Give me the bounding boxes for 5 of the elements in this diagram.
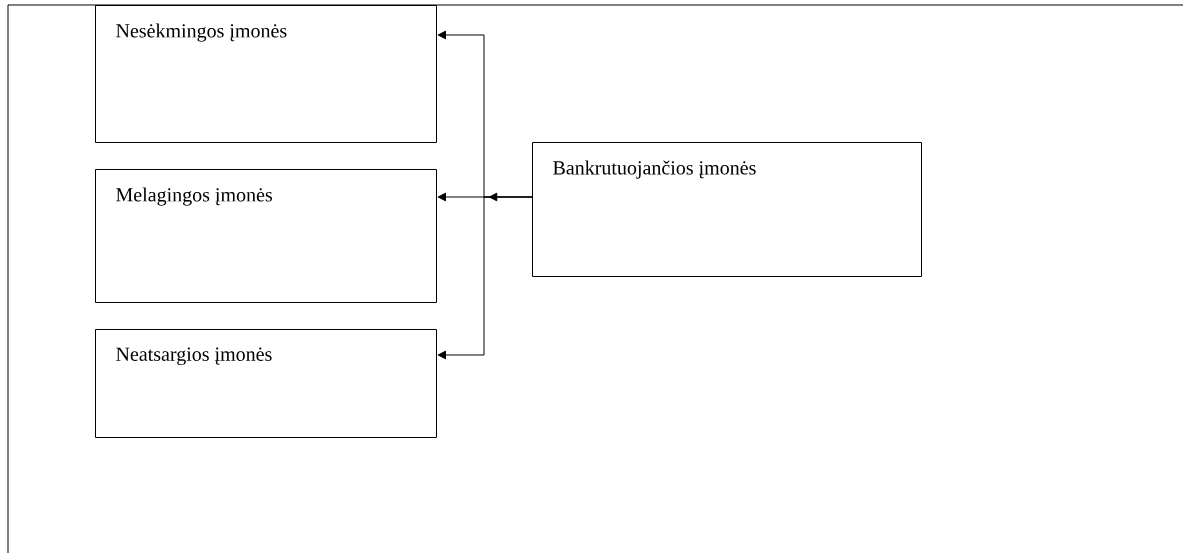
box: Neatsargios įmonės	[95, 329, 437, 438]
box: Nesėkmingos įmonės	[95, 5, 437, 143]
box: Melagingos įmonės	[95, 169, 437, 303]
arrow	[437, 196, 533, 360]
box: Bankrutuojančios įmonės	[532, 142, 922, 277]
